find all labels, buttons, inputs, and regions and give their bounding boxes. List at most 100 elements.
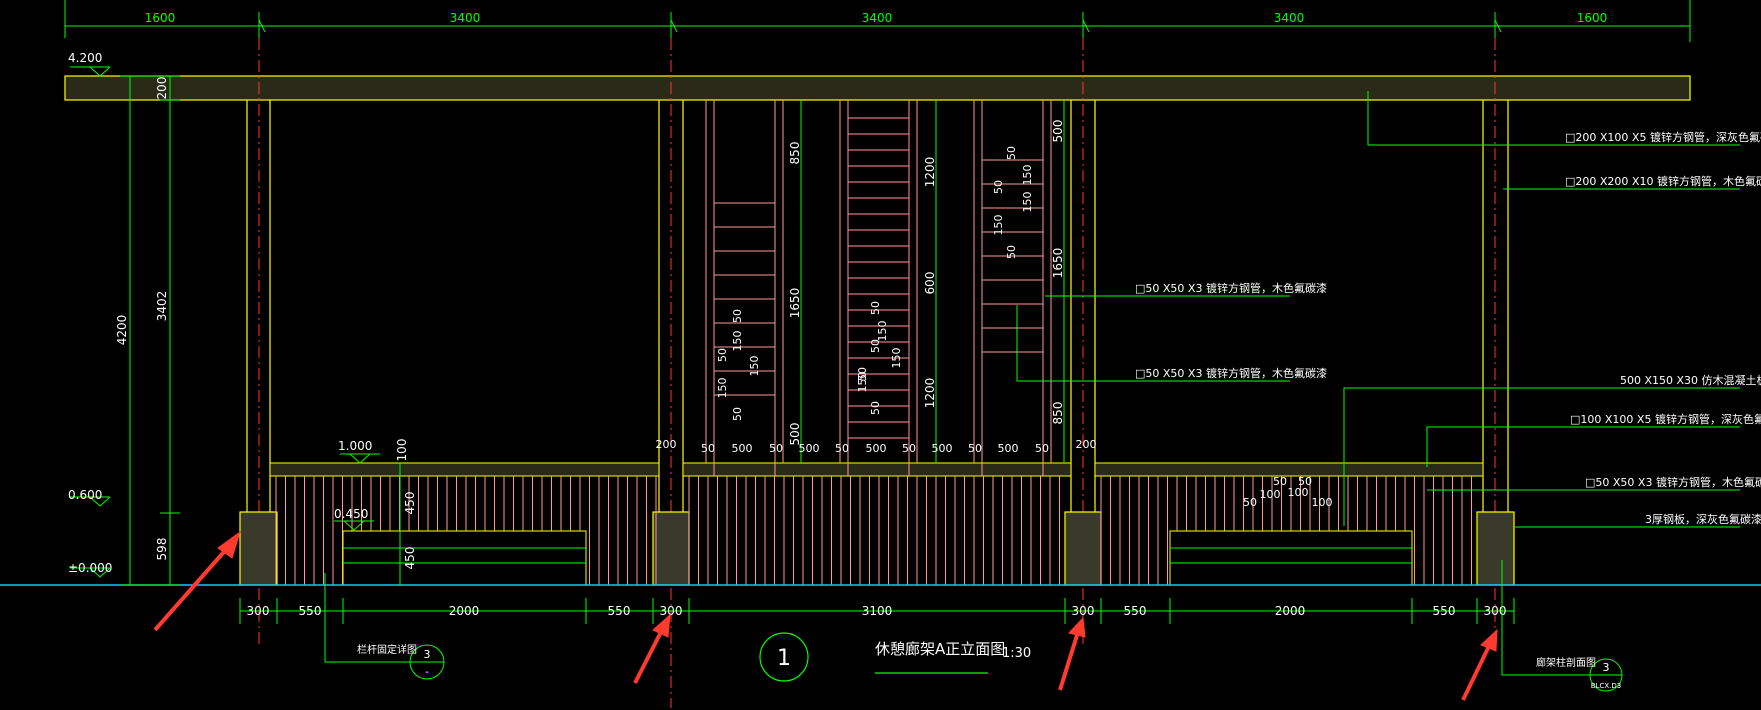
row-dim-10: 500 — [998, 442, 1019, 455]
top-dim-1: 1600 — [145, 11, 176, 25]
right-small-5: 50 — [1298, 475, 1312, 488]
dim-upper: 3402 — [155, 291, 169, 322]
bottom-dim-8: 550 — [1124, 604, 1147, 618]
sdim-c2: 1650 — [1051, 248, 1065, 279]
callout-right-label: 廊架柱剖面图 — [1536, 656, 1596, 669]
row-dim-3: 50 — [769, 442, 783, 455]
small-b1: 50 — [869, 301, 882, 315]
right-small-6: 100 — [1312, 496, 1333, 509]
left-dimensions — [70, 66, 401, 586]
annot-6: □100 X100 X5 镀锌方钢管，深灰色氟碳漆 — [1570, 412, 1761, 426]
row-dim-2: 500 — [732, 442, 753, 455]
small-a6: 50 — [731, 407, 744, 421]
row-dim-11: 50 — [1035, 442, 1049, 455]
annot-1: □200 X100 X5 镀锌方钢管，深灰色氟碳漆 — [1565, 130, 1761, 144]
small-b4: 150 — [890, 348, 903, 369]
right-small-4: 100 — [1288, 486, 1309, 499]
top-dim-2: 3400 — [450, 11, 481, 25]
dim-seat-h1: 450 — [403, 492, 417, 515]
seat-ledges — [269, 462, 1484, 477]
dim-lower: 598 — [155, 538, 169, 561]
callout-right: 廊架柱剖面图 3 BLCX.D3 — [1501, 560, 1623, 692]
bottom-dim-3: 2000 — [449, 604, 480, 618]
column-bases — [239, 511, 1515, 586]
row-dim-7: 50 — [902, 442, 916, 455]
level-top: 4.200 — [68, 51, 102, 65]
bottom-dim-4: 550 — [608, 604, 631, 618]
level-seat: 1.000 — [338, 439, 372, 453]
callout-right-number: 3 — [1603, 661, 1610, 674]
small-a4: 50 — [716, 348, 729, 362]
annot-2: □200 X200 X10 镀锌方钢管，木色氟碳漆 — [1565, 174, 1761, 188]
small-a5: 150 — [716, 378, 729, 399]
small-c3: 50 — [992, 180, 1005, 194]
red-arrows — [153, 530, 1498, 701]
bottom-dim-9: 2000 — [1275, 604, 1306, 618]
small-c1: 50 — [1005, 146, 1018, 160]
annot-7: □50 X50 X3 镀锌方钢管，木色氟碳漆 — [1585, 475, 1761, 489]
title-name: 休憩廊架A正立面图 — [875, 640, 1005, 658]
roof-beam — [64, 75, 1691, 101]
sdim-c3: 850 — [1051, 402, 1065, 425]
small-c2: 150 — [1021, 165, 1034, 186]
sdim-c1: 500 — [1051, 120, 1065, 143]
callout-left: 栏杆固定详图 3 - — [324, 573, 445, 680]
sdim-a3: 500 — [788, 423, 802, 446]
level-rail: 0.600 — [68, 488, 102, 502]
top-dimension-chain — [64, 0, 1691, 42]
post-dim-right: 200 — [1076, 438, 1097, 451]
right-small-2: 100 — [1260, 488, 1281, 501]
leader-lines — [1016, 91, 1740, 528]
dim-cap: 100 — [395, 439, 409, 462]
small-b6: 150 — [856, 372, 869, 393]
callout-left-sheet: - — [425, 667, 429, 678]
right-small-3: 50 — [1273, 475, 1287, 488]
top-dim-5: 1600 — [1577, 11, 1608, 25]
bottom-dim-7: 300 — [1072, 604, 1095, 618]
bottom-dim-2: 550 — [299, 604, 322, 618]
small-a3: 150 — [748, 356, 761, 377]
sdim-a2: 1650 — [788, 288, 802, 319]
small-b5: 50 — [856, 367, 869, 381]
level-bench: 0.450 — [334, 507, 368, 521]
small-a2: 150 — [731, 331, 744, 352]
top-dim-3: 3400 — [862, 11, 893, 25]
columns — [246, 100, 1509, 512]
sdim-b1: 1200 — [923, 157, 937, 188]
annot-4: □50 X50 X3 镀锌方钢管，木色氟碳漆 — [1135, 366, 1327, 380]
small-c5: 150 — [992, 215, 1005, 236]
dim-seat-h2: 450 — [403, 547, 417, 570]
row-dim-8: 500 — [932, 442, 953, 455]
dim-total: 4200 — [115, 315, 129, 346]
benches — [342, 530, 1413, 586]
callout-left-label: 栏杆固定详图 — [357, 643, 417, 656]
bottom-dim-1: 300 — [247, 604, 270, 618]
small-b2: 50 — [869, 339, 882, 353]
level-ground: ±0.000 — [68, 561, 112, 575]
row-dim-5: 50 — [835, 442, 849, 455]
title-scale: 1:30 — [1002, 646, 1031, 661]
bottom-dim-10: 550 — [1433, 604, 1456, 618]
sdim-a1: 850 — [788, 142, 802, 165]
annot-8: 3厚钢板，深灰色氟碳漆 — [1645, 512, 1761, 526]
bottom-dim-5: 300 — [660, 604, 683, 618]
axis-lines — [258, 38, 1496, 708]
small-c4: 150 — [1021, 192, 1034, 213]
bottom-dim-6: 3100 — [862, 604, 893, 618]
annot-3: □50 X50 X3 镀锌方钢管，木色氟碳漆 — [1135, 281, 1327, 295]
callout-left-number: 3 — [424, 648, 431, 661]
drawing-title: 1 休憩廊架A正立面图 1:30 — [759, 632, 1031, 682]
right-small-1: 50 — [1243, 496, 1257, 509]
row-dim-4: 500 — [799, 442, 820, 455]
small-b7: 50 — [869, 401, 882, 415]
title-number: 1 — [777, 646, 791, 671]
small-b3: 150 — [876, 321, 889, 342]
small-c6: 50 — [1005, 245, 1018, 259]
sdim-b3: 1200 — [923, 378, 937, 409]
sdim-b2: 600 — [923, 272, 937, 295]
callout-right-sheet: BLCX.D3 — [1591, 682, 1621, 690]
dim-beam: 200 — [155, 77, 169, 100]
top-dim-4: 3400 — [1274, 11, 1305, 25]
row-dim-1: 50 — [701, 442, 715, 455]
